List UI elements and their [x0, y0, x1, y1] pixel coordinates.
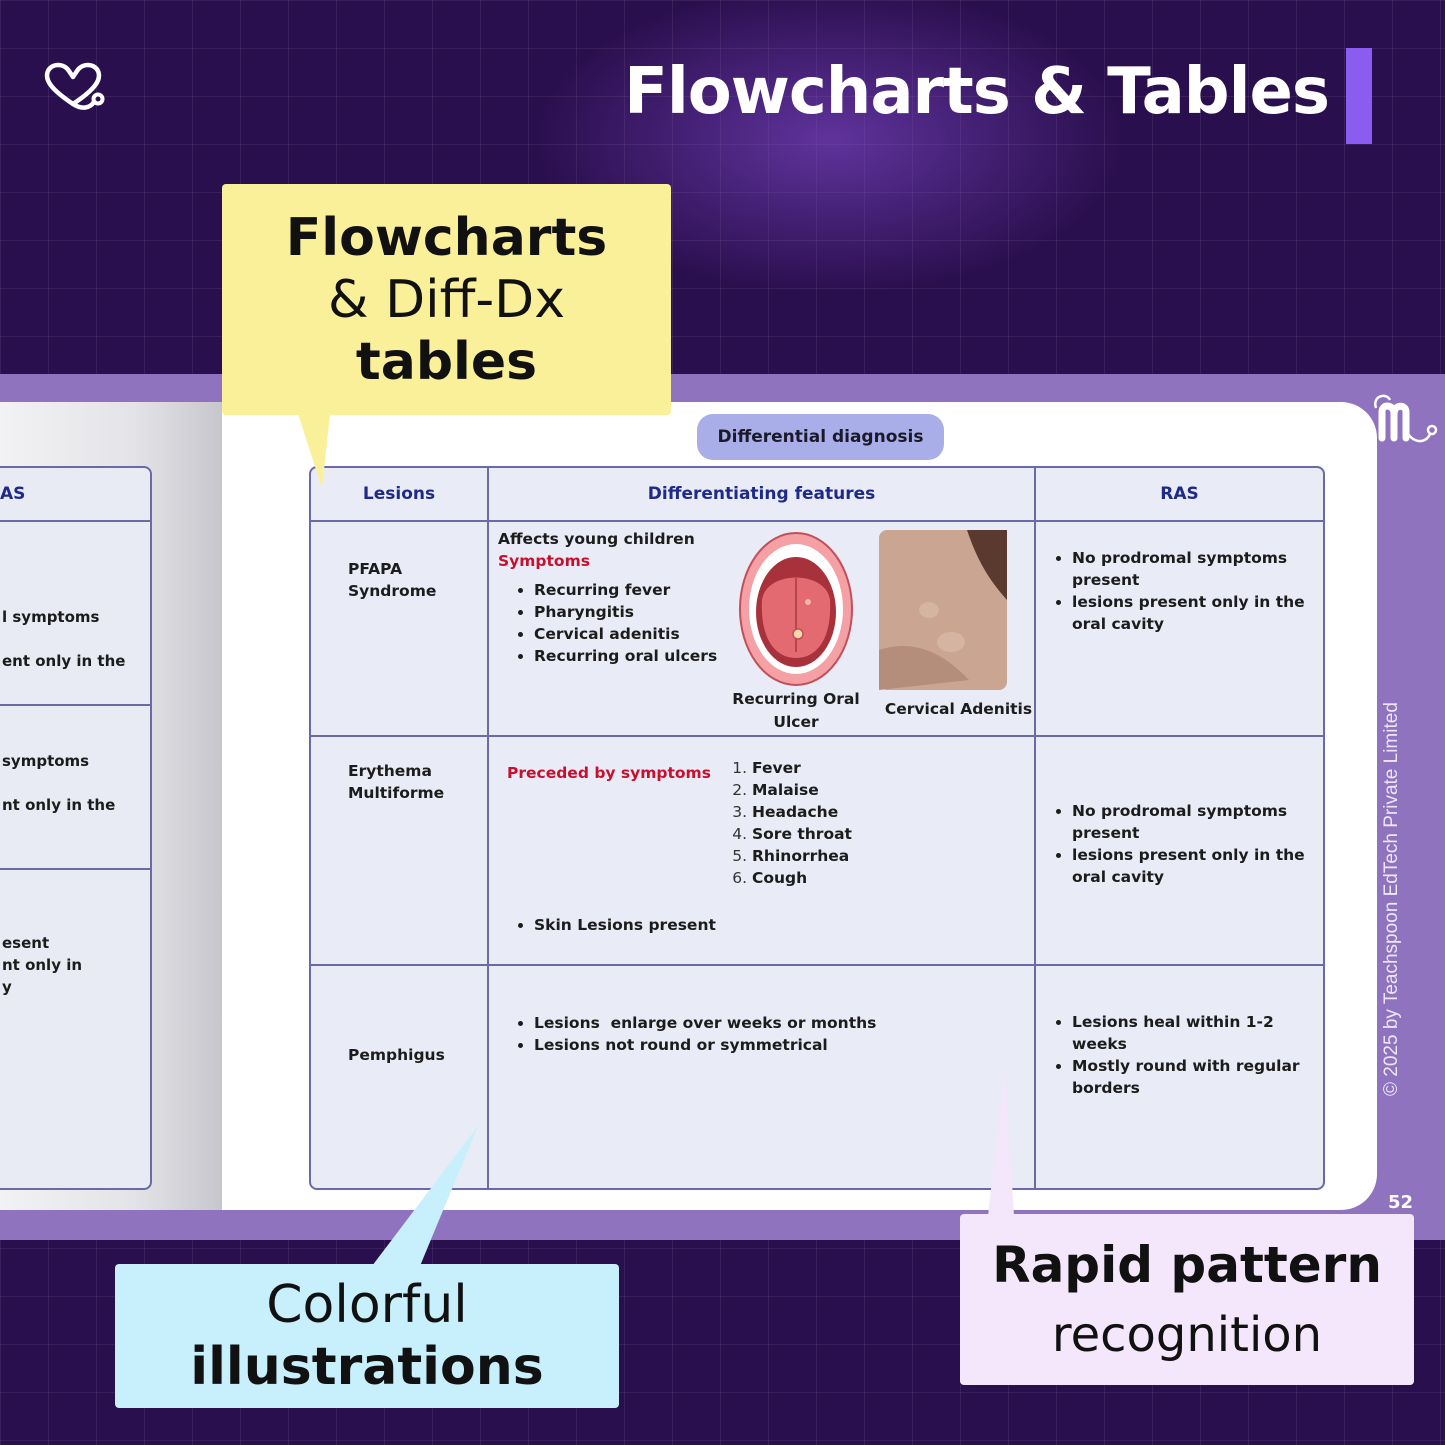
pemphigus-feature-list: Lesions enlarge over weeks or months Les… [514, 1012, 1034, 1056]
list-item: Lesions enlarge over weeks or months [534, 1012, 1034, 1034]
callout-rapid-pattern: Rapid pattern recognition [960, 1214, 1414, 1385]
erythema-skin-list: Skin Lesions present [514, 914, 716, 936]
pfapa-ras-list: No prodromal symptoms present lesions pr… [1052, 547, 1322, 635]
left-page-table: AS l symptoms ent only in the symptoms n… [0, 466, 152, 1190]
list-item: Cough [752, 867, 852, 889]
pfapa-intro: Affects young children [498, 530, 695, 548]
list-item: Lesions heal within 1-2 weeks [1072, 1011, 1322, 1055]
callout-flowcharts: Flowcharts & Diff-Dx tables [222, 184, 671, 415]
erythema-ras-list: No prodromal symptoms present lesions pr… [1052, 800, 1322, 888]
list-item: Fever [752, 757, 852, 779]
left-row2-line1: symptoms [2, 752, 90, 770]
list-item: No prodromal symptoms present [1072, 800, 1322, 844]
erythema-symptom-list: Fever Malaise Headache Sore throat Rhino… [736, 757, 852, 889]
header-ras: RAS [1160, 484, 1199, 504]
left-header-fragment: AS [0, 484, 26, 504]
lesion-pfapa: PFAPA Syndrome [348, 560, 437, 600]
list-item: Cervical adenitis [534, 623, 717, 645]
left-row1-line1: l symptoms [2, 608, 100, 626]
header-differentiating-features: Differentiating features [647, 484, 876, 504]
left-row1-line2: ent only in the [2, 652, 126, 670]
pfapa-symptom-list: Recurring fever Pharyngitis Cervical ade… [514, 579, 717, 667]
list-item: Headache [752, 801, 852, 823]
page-number: 52 [1388, 1192, 1414, 1213]
stethoscope-m-icon [1374, 394, 1438, 443]
caption-recurring-oral-ulcer: Recurring Oral Ulcer [732, 690, 860, 731]
list-item: Skin Lesions present [534, 914, 716, 936]
left-row3-line3: y [2, 978, 12, 996]
erythema-preceded-heading: Preceded by symptoms [507, 764, 711, 782]
list-item: lesions present only in the oral cavity [1072, 591, 1322, 635]
copyright-text: © 2025 by Teachspoon EdTech Private Limi… [1381, 702, 1402, 1096]
caption-cervical-adenitis: Cervical Adenitis [884, 700, 1033, 718]
list-item: Recurring oral ulcers [534, 645, 717, 667]
lesion-pemphigus: Pemphigus [348, 1046, 445, 1064]
callout-colorful-illustrations: Colorful illustrations [115, 1264, 619, 1408]
oral-ulcer-illustration [739, 532, 853, 686]
cervical-adenitis-illustration [879, 530, 1007, 690]
heart-stethoscope-icon [44, 62, 105, 110]
list-item: Rhinorrhea [752, 845, 852, 867]
list-item: No prodromal symptoms present [1072, 547, 1322, 591]
list-item: Mostly round with regular borders [1072, 1055, 1322, 1099]
differential-diagnosis-table: Lesions Differentiating features RAS PFA… [309, 466, 1325, 1190]
page-title: Flowcharts & Tables [624, 55, 1330, 129]
list-item: Lesions not round or symmetrical [534, 1034, 1034, 1056]
list-item: Sore throat [752, 823, 852, 845]
list-item: Pharyngitis [534, 601, 717, 623]
list-item: Malaise [752, 779, 852, 801]
differential-diagnosis-pill: Differential diagnosis [697, 414, 944, 460]
pfapa-symptoms-heading: Symptoms [498, 552, 590, 570]
pemphigus-ras-list: Lesions heal within 1-2 weeks Mostly rou… [1052, 1011, 1322, 1099]
list-item: Recurring fever [534, 579, 717, 601]
left-row2-line2: nt only in the [2, 796, 116, 814]
lesion-erythema-multiforme: Erythema Multiforme [348, 762, 445, 802]
title-accent-bar [1346, 48, 1372, 144]
left-row3-line2: nt only in [2, 956, 83, 974]
left-row3-line1: esent [2, 934, 50, 952]
header-lesions: Lesions [362, 484, 436, 504]
list-item: lesions present only in the oral cavity [1072, 844, 1322, 888]
